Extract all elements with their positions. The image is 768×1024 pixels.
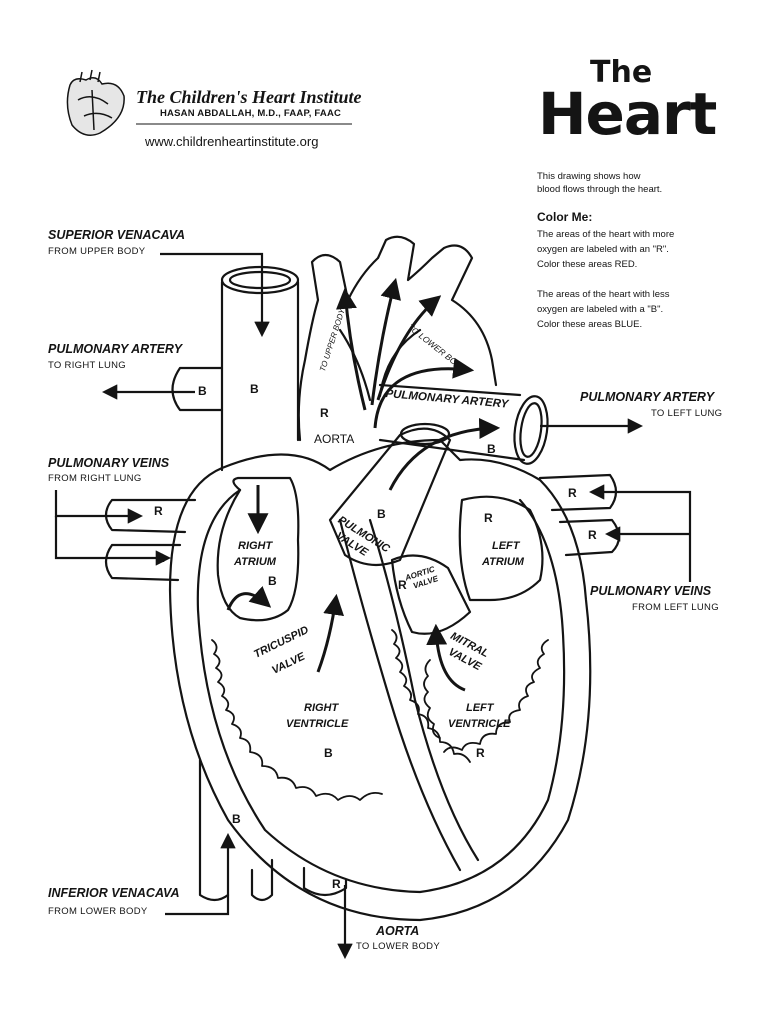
right-atrium-wall bbox=[216, 476, 300, 622]
aorta-label: AORTA bbox=[314, 432, 355, 446]
left-ventricle-label-2: VENTRICLE bbox=[448, 718, 511, 730]
marker-b: B bbox=[487, 442, 496, 456]
color-me-para1-line1: The areas of the heart with more bbox=[537, 229, 675, 240]
ivc-sub: FROM LOWER BODY bbox=[48, 906, 148, 917]
aorta-bottom-label: AORTA bbox=[376, 924, 420, 938]
left-atrium-label-2: ATRIUM bbox=[482, 556, 524, 568]
pulmonary-artery-right-stub bbox=[171, 366, 224, 412]
marker-r: R bbox=[156, 551, 165, 565]
color-me-para1-line3: Color these areas RED. bbox=[537, 259, 638, 270]
aorta-bottom-sub: TO LOWER BODY bbox=[356, 941, 440, 952]
marker-b: B bbox=[377, 507, 386, 521]
marker-r: R bbox=[568, 486, 577, 500]
institute-url: www.childrenheartinstitute.org bbox=[145, 134, 319, 149]
left-atrium-wall bbox=[458, 495, 544, 602]
pv-right-sub: FROM RIGHT LUNG bbox=[48, 473, 142, 484]
right-atrium-label-2: ATRIUM bbox=[234, 556, 276, 568]
marker-r: R bbox=[484, 511, 493, 525]
marker-r: R bbox=[154, 504, 163, 518]
svc-opening bbox=[220, 265, 300, 295]
svc-sub: FROM UPPER BODY bbox=[48, 246, 146, 257]
marker-r: R bbox=[588, 528, 597, 542]
right-ventricle-trabeculae bbox=[211, 639, 383, 801]
marker-r: R bbox=[320, 406, 329, 420]
color-me-para2-line1: The areas of the heart with less bbox=[537, 289, 670, 300]
heart-outline bbox=[104, 235, 621, 922]
svc-label: SUPERIOR VENACAVA bbox=[48, 228, 186, 242]
marker-r: R bbox=[332, 877, 341, 891]
marker-b: B bbox=[324, 746, 333, 760]
pa-left-sub: TO LEFT LUNG bbox=[651, 408, 723, 419]
left-ventricle-label-1: LEFT bbox=[466, 702, 494, 714]
pulmonic-trunk bbox=[328, 427, 452, 567]
pa-left-label: PULMONARY ARTERY bbox=[580, 390, 715, 404]
inferior-venacava bbox=[198, 758, 274, 902]
ivc-label: INFERIOR VENACAVA bbox=[48, 886, 180, 900]
label-pointers bbox=[54, 252, 692, 960]
pv-right-label: PULMONARY VEINS bbox=[48, 456, 170, 470]
logo-heart-icon bbox=[66, 69, 125, 136]
institute-name: The Children's Heart Institute bbox=[136, 87, 362, 107]
color-me-para2-line2: oxygen are labeled with a "B". bbox=[537, 304, 664, 315]
superior-venacava bbox=[220, 280, 300, 472]
color-me-para2-line3: Color these areas BLUE. bbox=[537, 319, 643, 330]
intro-line-1: This drawing shows how bbox=[537, 171, 641, 182]
right-atrium-label-1: RIGHT bbox=[238, 540, 273, 552]
pa-right-label: PULMONARY ARTERY bbox=[48, 342, 183, 356]
pv-left-sub: FROM LEFT LUNG bbox=[632, 602, 719, 613]
flow-arrows bbox=[226, 277, 501, 692]
heart-inner-wall bbox=[196, 488, 566, 894]
color-me-para1-line2: oxygen are labeled with an "R". bbox=[537, 244, 669, 255]
septum bbox=[338, 518, 480, 872]
aorta-arch bbox=[297, 235, 498, 442]
intro-line-2: blood flows through the heart. bbox=[537, 184, 663, 195]
color-me-heading: Color Me: bbox=[537, 210, 593, 224]
title-the: The bbox=[590, 55, 653, 90]
pulmonary-veins-left bbox=[538, 473, 621, 557]
right-ventricle-label-2: VENTRICLE bbox=[286, 718, 349, 730]
left-ventricle-trabeculae bbox=[443, 639, 549, 753]
marker-r: R bbox=[476, 746, 485, 760]
pa-right-sub: TO RIGHT LUNG bbox=[48, 360, 126, 371]
marker-r: R bbox=[398, 578, 407, 592]
title-heart: Heart bbox=[538, 80, 717, 148]
marker-b: B bbox=[268, 574, 277, 588]
marker-b: B bbox=[198, 384, 207, 398]
marker-b: B bbox=[232, 812, 241, 826]
pv-left-label: PULMONARY VEINS bbox=[590, 584, 712, 598]
pulmonary-artery-left-tube bbox=[378, 383, 526, 462]
septum-trabeculae bbox=[391, 629, 471, 763]
left-atrium-label-1: LEFT bbox=[492, 540, 520, 552]
right-ventricle-label-1: RIGHT bbox=[304, 702, 339, 714]
heart-body bbox=[168, 438, 592, 922]
marker-b: B bbox=[250, 382, 259, 396]
doctor-credit: HASAN ABDALLAH, M.D., FAAP, FAAC bbox=[160, 108, 342, 119]
